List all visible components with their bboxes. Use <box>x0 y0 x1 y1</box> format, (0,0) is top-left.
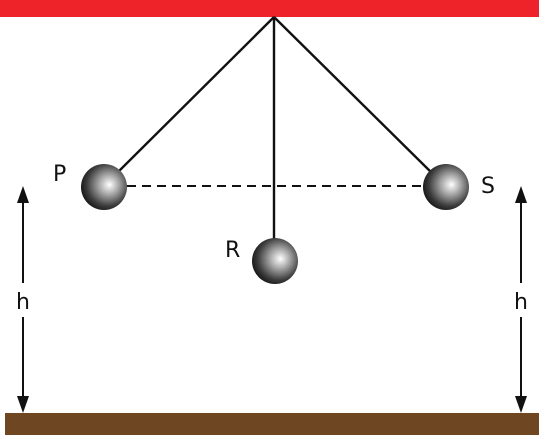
right-height-label: h <box>514 290 528 315</box>
string-right <box>273 16 438 179</box>
bob-r <box>252 238 298 284</box>
bob-s <box>423 164 469 210</box>
label-s: S <box>481 174 495 199</box>
label-r: R <box>225 238 240 263</box>
left-height-label: h <box>16 290 30 315</box>
floor-bar <box>5 413 539 435</box>
right-height-arrow <box>515 186 527 413</box>
ceiling-bar <box>0 0 539 17</box>
label-p: P <box>53 162 66 187</box>
left-height-arrow <box>17 186 29 413</box>
bob-p <box>81 164 127 210</box>
string-left <box>112 16 275 178</box>
